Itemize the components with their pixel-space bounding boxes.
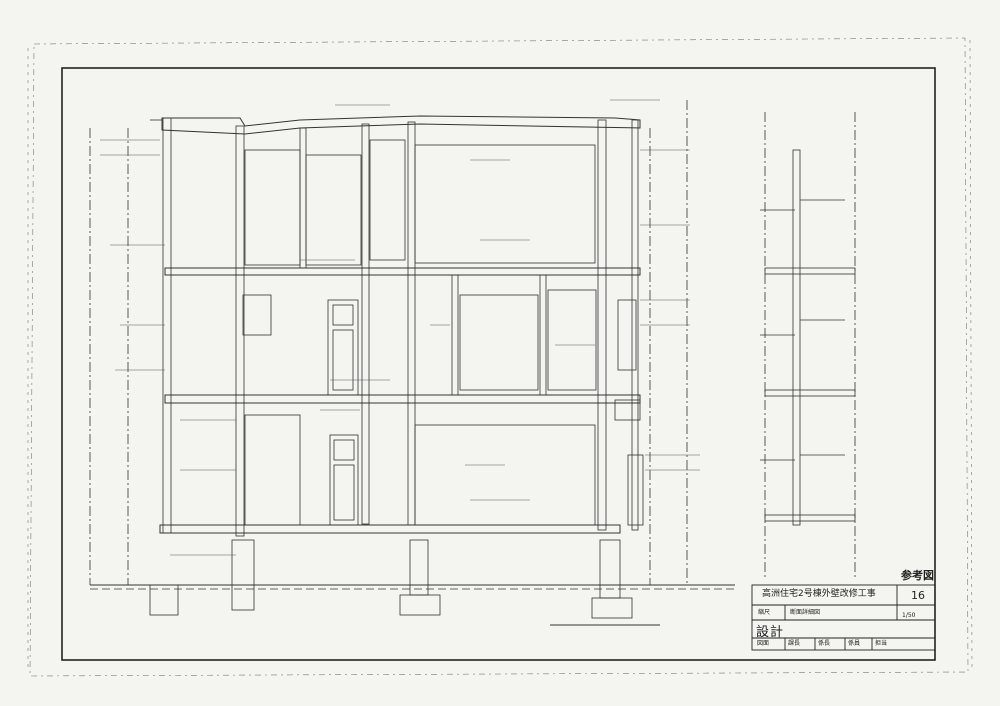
building-section-main <box>89 100 735 626</box>
building-section-partial <box>760 112 856 580</box>
sheet-number: 16 <box>911 589 925 602</box>
designer-label: 設計 <box>756 625 785 640</box>
reference-drawing-title: 参考図 <box>901 569 934 582</box>
role-label: 図面 <box>757 640 770 647</box>
scale-value: 1/50 <box>902 612 916 619</box>
annotation-leaders <box>100 99 700 556</box>
role-label: 担当 <box>875 640 888 647</box>
scale-label: 縮尺 <box>758 609 771 616</box>
drawing-border <box>61 67 936 661</box>
role-label: 課長 <box>788 640 801 647</box>
title-block <box>751 584 936 651</box>
project-name: 高洲住宅2号棟外壁改修工事 <box>762 589 876 599</box>
role-label: 係長 <box>818 640 831 647</box>
sheet-label: 断面詳細図 <box>790 609 821 616</box>
paper-edges <box>27 37 973 677</box>
role-label: 係員 <box>848 640 861 647</box>
